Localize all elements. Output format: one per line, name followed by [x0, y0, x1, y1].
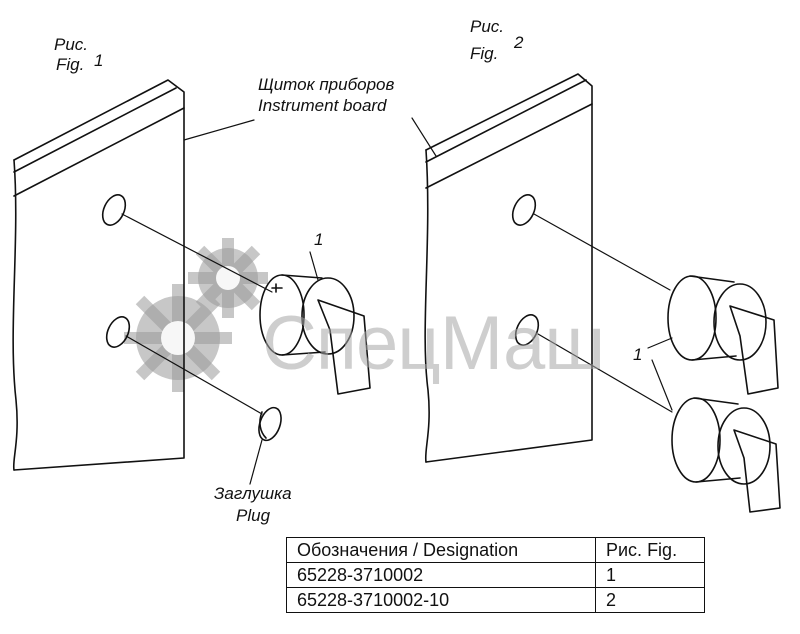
table-header-row: Обозначения / Designation Рис. Fig. [286, 537, 705, 563]
fig1-label-en: Fig. [56, 55, 85, 74]
fig2-label-ru: Рис. [470, 17, 505, 36]
fig1-label-ru: Рис. [54, 35, 89, 54]
callout-fig2-switches: 1 [633, 345, 643, 364]
switch-fig2-upper [667, 275, 779, 395]
table-cell-designation: 65228-3710002-10 [286, 587, 596, 613]
plug-label-ru: Заглушка [214, 484, 292, 503]
table-cell-figure: 1 [595, 562, 705, 588]
instrument-board-panel-fig2 [424, 73, 593, 463]
table-header-figure: Рис. Fig. [595, 537, 705, 563]
plug-label-en: Plug [236, 506, 271, 525]
fig1-number: 1 [94, 51, 104, 70]
table-cell-figure: 2 [595, 587, 705, 613]
instrument-board-panel-fig1 [12, 79, 185, 471]
designation-table: Обозначения / Designation Рис. Fig. 6522… [286, 537, 705, 613]
callout-fig1-switch: 1 [314, 230, 324, 249]
instrument-board-label-ru: Щиток приборов [258, 75, 395, 94]
table-row: 65228-3710002 1 [286, 562, 705, 588]
fig2-label-en: Fig. [470, 44, 499, 63]
instrument-board-label-en: Instrument board [258, 96, 387, 115]
plug-cap [258, 406, 282, 442]
watermark-text: СпецМаш [262, 301, 605, 386]
switch-fig1 [259, 274, 371, 395]
switch-fig2-lower [671, 397, 781, 513]
leader-lines [121, 117, 673, 485]
fig2-number: 2 [514, 33, 524, 52]
table-header-designation: Обозначения / Designation [286, 537, 596, 563]
table-cell-designation: 65228-3710002 [286, 562, 596, 588]
table-row: 65228-3710002-10 2 [286, 587, 705, 613]
